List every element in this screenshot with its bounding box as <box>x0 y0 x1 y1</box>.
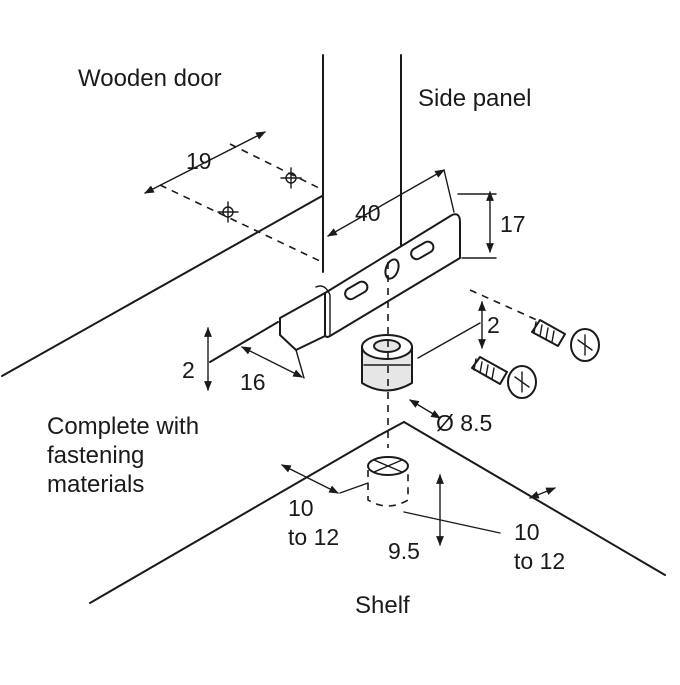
dim-40-label: 40 <box>355 200 381 226</box>
shelf-top-edge <box>403 421 666 576</box>
dim-10-left-label: 10 to 12 <box>288 495 340 550</box>
crosshair-marker-2 <box>280 167 302 189</box>
dim-10-left-ext <box>339 482 369 494</box>
pin-bushing-hole <box>373 339 401 353</box>
shelf-hole-cross-b <box>373 459 403 473</box>
door-bottom-edge <box>1 195 323 377</box>
shelf-front-edge <box>89 435 379 604</box>
dim-2-right-ext <box>417 322 481 359</box>
crosshair-marker-1 <box>217 201 239 223</box>
dim-9-5-label: 9.5 <box>388 538 420 564</box>
dim-19-label: 19 <box>186 148 212 174</box>
axis-19-left <box>159 184 323 263</box>
axis-screw <box>469 289 549 326</box>
dim-9-5-ext <box>403 511 501 534</box>
dim-10-right-label: 10 to 12 <box>514 519 566 574</box>
shelf-hole-body <box>367 470 409 507</box>
dim-40-line <box>327 169 445 237</box>
shelf-side-edge <box>377 421 405 437</box>
shelf-label: Shelf <box>355 592 410 619</box>
fastening-materials-label: Complete with fastening materials <box>47 413 200 498</box>
dim-10-left-line <box>281 464 339 494</box>
dim-diameter-label: Ø 8.5 <box>436 410 493 436</box>
dim-40-ext <box>443 169 455 213</box>
door-lower-edge <box>209 321 279 363</box>
wooden-door-label: Wooden door <box>78 65 222 92</box>
dim-17-label: 17 <box>500 211 526 237</box>
dim-16-label: 16 <box>240 369 266 395</box>
dim-10-right-line <box>529 487 556 499</box>
dim-19-line <box>144 131 266 194</box>
dim-2-left-label: 2 <box>182 357 195 383</box>
slot-left <box>344 280 369 301</box>
dim-16-ext <box>295 349 305 379</box>
hinge-bend-line <box>315 285 331 337</box>
axis-19-right <box>229 143 324 191</box>
dim-dia-line <box>409 399 441 419</box>
slot-right <box>410 240 435 261</box>
side-panel-label: Side panel <box>418 85 532 112</box>
screw-upper <box>531 319 600 362</box>
dim-2-right-label: 2 <box>487 312 500 338</box>
hinge-base-plate <box>279 292 326 351</box>
dim-16-line <box>241 346 303 378</box>
screw-lower <box>471 356 537 399</box>
